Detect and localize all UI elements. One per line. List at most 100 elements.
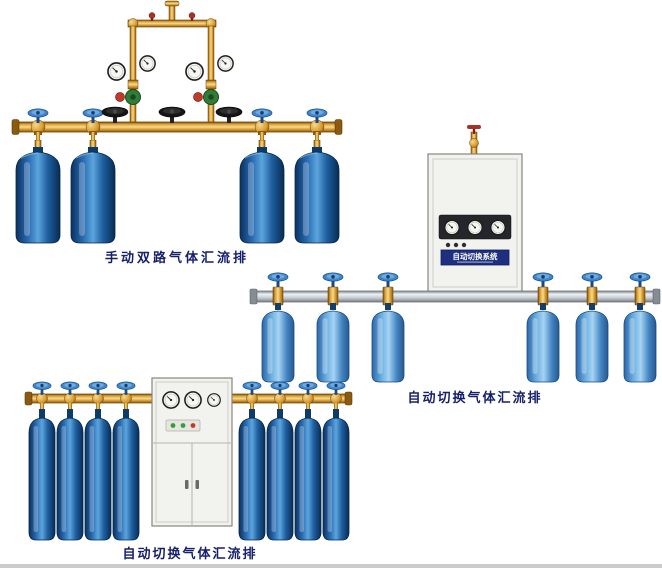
gas-cylinder xyxy=(526,303,560,383)
gas-cylinder xyxy=(294,140,340,244)
cylinder-port-handwheel xyxy=(116,381,136,395)
regulator-red-knob xyxy=(115,92,125,102)
rail-end-cap xyxy=(249,288,258,305)
cylinder-valve-handwheel xyxy=(267,272,289,287)
rail-fitting xyxy=(586,286,598,306)
cabinet-nameplate-text: 自动切换系统 xyxy=(453,251,498,261)
cylinder-station xyxy=(371,272,405,383)
gas-cylinder xyxy=(294,409,322,541)
main-valve-handwheel xyxy=(215,106,243,123)
pressure-regulator-station xyxy=(185,55,234,105)
gas-cylinder xyxy=(623,303,657,383)
valve-stem xyxy=(150,17,154,21)
rail-fitting xyxy=(537,286,549,306)
rail-fitting xyxy=(327,286,339,306)
figure-caption-manual-dual: 手动双路气体汇流排 xyxy=(104,250,249,265)
gas-cylinder xyxy=(112,409,140,541)
pressure-gauge xyxy=(139,55,156,72)
main-valve-handwheel xyxy=(158,106,186,123)
door-handle xyxy=(195,480,199,489)
pressure-regulator-station xyxy=(107,55,156,105)
cylinder-port-handwheel xyxy=(88,381,108,395)
cabinet-nameplate xyxy=(440,249,510,266)
figure-caption-auto-switch-wall: 自动切换气体汇流排 xyxy=(407,390,543,405)
indicator-light-red xyxy=(190,423,196,428)
gas-cylinder xyxy=(316,303,350,383)
cabinet-inner-frame xyxy=(432,158,518,288)
drop-pipe xyxy=(260,132,264,143)
cylinder-port-handwheel xyxy=(298,381,318,395)
drop-pipe xyxy=(91,132,95,143)
cylinder-port-handwheel xyxy=(326,381,346,395)
panel-knob xyxy=(461,242,467,248)
cylinder-port-handwheel xyxy=(242,381,262,395)
small-valve-knob xyxy=(148,12,156,19)
small-valve-knob xyxy=(188,12,196,19)
valve-stem xyxy=(472,128,476,134)
cylinder-valve-handwheel xyxy=(322,272,344,287)
gas-cylinder xyxy=(15,140,61,244)
gas-cylinder xyxy=(28,409,56,541)
door-handle xyxy=(185,480,189,489)
cylinder-valve-handwheel xyxy=(532,272,554,287)
cylinder-station xyxy=(316,272,350,383)
drop-pipe xyxy=(124,403,128,411)
cylinder-port-handwheel xyxy=(82,108,104,123)
cylinder-valve-handwheel xyxy=(581,272,603,287)
cylinder-port-handwheel xyxy=(306,108,328,123)
pressure-gauge xyxy=(444,219,460,236)
header-pipe xyxy=(127,19,217,28)
gas-cylinder xyxy=(239,140,285,244)
gas-cylinder xyxy=(261,303,295,383)
drop-pipe xyxy=(40,403,44,411)
outlet-fitting xyxy=(164,0,180,7)
riser-pipe xyxy=(207,25,215,124)
gas-cylinder xyxy=(371,303,405,383)
rail-fitting xyxy=(382,286,394,306)
pressure-gauge xyxy=(207,393,221,407)
outlet-pipe xyxy=(168,3,176,23)
cylinder-valve-handwheel xyxy=(377,272,399,287)
gas-cylinder xyxy=(322,409,350,541)
cylinder-port-handwheel xyxy=(270,381,290,395)
regulator-tee xyxy=(127,79,139,90)
drop-pipe xyxy=(334,403,338,411)
manifold-pipe xyxy=(29,393,153,404)
figure-auto-switch-wall: 自动切换系统 xyxy=(249,125,661,383)
gas-cylinder xyxy=(70,140,116,244)
figure-auto-switch-floor xyxy=(24,377,353,541)
panel-knob xyxy=(453,242,459,248)
valve-handle xyxy=(467,125,481,129)
regulator-hub xyxy=(208,94,214,100)
drop-pipe xyxy=(306,403,310,411)
pressure-gauge xyxy=(217,55,234,72)
gas-cylinder xyxy=(56,409,84,541)
drop-pipe xyxy=(250,403,254,411)
control-cabinet: 自动切换系统 xyxy=(427,125,523,293)
main-valve-handwheel xyxy=(101,106,129,123)
gas-cylinder xyxy=(238,409,266,541)
valve-stem xyxy=(190,17,194,21)
drop-pipe xyxy=(68,403,72,411)
drop-pipe xyxy=(96,403,100,411)
regulator-red-knob xyxy=(193,92,203,102)
pressure-gauge xyxy=(467,219,483,236)
cylinder-port-handwheel xyxy=(27,108,49,123)
control-cabinet xyxy=(151,377,233,527)
rail-fitting xyxy=(634,286,646,306)
pipe-end-cap xyxy=(24,391,33,406)
drop-pipe xyxy=(36,132,40,143)
pipe-end-cap xyxy=(344,391,353,406)
figure-manual-dual-manifold xyxy=(11,0,343,244)
panel-knob xyxy=(445,242,451,248)
nameplate-subtext-line xyxy=(457,261,493,263)
pressure-gauge xyxy=(185,62,204,81)
gas-cylinder xyxy=(575,303,609,383)
cylinder-port-handwheel xyxy=(251,108,273,123)
drop-pipe xyxy=(278,403,282,411)
regulator-tee xyxy=(205,79,217,90)
gas-cylinder xyxy=(266,409,294,541)
cylinder-port-handwheel xyxy=(32,381,52,395)
